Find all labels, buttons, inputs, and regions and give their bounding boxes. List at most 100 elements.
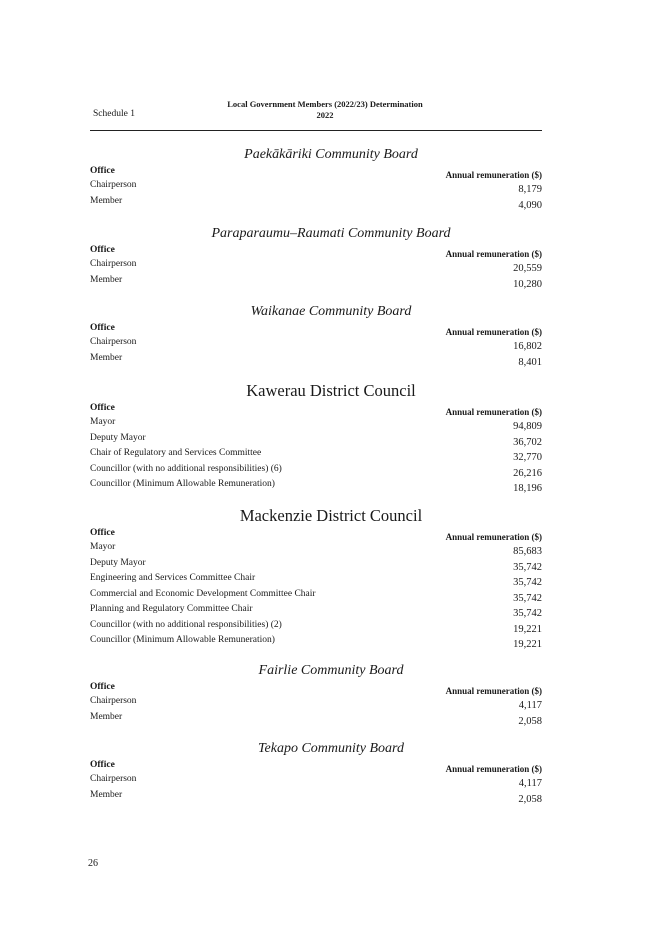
remuneration-amount: 2,058 [518, 715, 542, 727]
table-row: Chairperson 4,117 [90, 774, 542, 790]
table-row: Mayor 94,809 [90, 417, 542, 433]
table-row: Chairperson 8,179 [90, 180, 542, 196]
remuneration-amount: 8,401 [518, 356, 542, 368]
remuneration-amount: 35,742 [513, 561, 542, 573]
office-name: Mayor [90, 542, 116, 552]
office-column-header: Office [90, 403, 115, 413]
page-number: 26 [88, 858, 98, 869]
column-headers: Office Annual remuneration ($) [90, 526, 542, 542]
remuneration-amount: 19,221 [513, 623, 542, 635]
remuneration-amount: 20,559 [513, 263, 542, 274]
table-row: Commercial and Economic Development Comm… [90, 589, 542, 605]
section-title: Mackenzie District Council [239, 506, 423, 525]
remuneration-column-header: Annual remuneration ($) [445, 249, 542, 259]
remuneration-amount: 36,702 [513, 436, 542, 448]
remuneration-amount: 16,802 [513, 341, 542, 352]
office-name: Member [90, 711, 123, 722]
column-headers: Office Annual remuneration ($) [90, 680, 542, 696]
section-title: Kawerau District Council [246, 381, 416, 400]
table-row: Member 8,401 [90, 353, 542, 369]
remuneration-amount: 4,090 [518, 199, 542, 211]
remuneration-column-header: Annual remuneration ($) [445, 170, 542, 180]
remuneration-amount: 94,809 [513, 421, 542, 432]
document-title: Local Government Members (2022/23) Deter… [200, 99, 450, 121]
remuneration-amount: 8,179 [518, 184, 542, 195]
table-row: Deputy Mayor 36,702 [90, 433, 542, 449]
office-name: Councillor (Minimum Allowable Remunerati… [90, 635, 275, 645]
remuneration-amount: 85,683 [513, 546, 542, 557]
office-name: Deputy Mayor [90, 432, 146, 443]
remuneration-column-header: Annual remuneration ($) [445, 532, 542, 542]
remuneration-column-header: Annual remuneration ($) [445, 686, 542, 696]
office-name: Mayor [90, 417, 116, 427]
remuneration-amount: 35,742 [513, 608, 542, 619]
section-tekapo-community-board: Tekapo Community Board Office Annual rem… [90, 740, 542, 805]
office-name: Engineering and Services Committee Chair [90, 573, 256, 583]
section-title: Paekākāriki Community Board [244, 147, 418, 162]
section-waikanae-community-board: Waikanae Community Board Office Annual r… [90, 303, 542, 368]
remuneration-column-header: Annual remuneration ($) [445, 764, 542, 774]
table-row: Councillor (Minimum Allowable Remunerati… [90, 479, 542, 495]
document-title-line2: 2022 [316, 110, 334, 120]
remuneration-amount: 35,742 [513, 577, 542, 588]
schedule-label: Schedule 1 [93, 109, 135, 119]
remuneration-amount: 4,117 [518, 700, 542, 711]
remuneration-amount: 35,742 [513, 592, 542, 604]
office-column-header: Office [90, 166, 115, 176]
remuneration-amount: 26,216 [513, 467, 542, 479]
office-name: Councillor (with no additional responsib… [90, 619, 282, 630]
office-name: Commercial and Economic Development Comm… [90, 588, 316, 599]
office-column-header: Office [90, 682, 115, 692]
table-row: Member 10,280 [90, 275, 542, 291]
office-name: Deputy Mayor [90, 557, 146, 568]
table-row: Mayor 85,683 [90, 542, 542, 558]
remuneration-amount: 18,196 [513, 483, 542, 494]
office-name: Member [90, 352, 123, 363]
table-row: Engineering and Services Committee Chair… [90, 573, 542, 589]
table-row: Chairperson 16,802 [90, 337, 542, 353]
remuneration-column-header: Annual remuneration ($) [445, 327, 542, 337]
table-row: Councillor (with no additional responsib… [90, 464, 542, 480]
remuneration-amount: 2,058 [518, 793, 542, 805]
office-name: Member [90, 274, 123, 285]
section-kawerau-district-council: Kawerau District Council Office Annual r… [90, 381, 542, 495]
office-name: Planning and Regulatory Committee Chair [90, 604, 253, 614]
column-headers: Office Annual remuneration ($) [90, 164, 542, 180]
office-name: Chairperson [90, 774, 137, 784]
office-column-header: Office [90, 245, 115, 255]
remuneration-amount: 19,221 [513, 639, 542, 650]
table-row: Member 2,058 [90, 790, 542, 806]
remuneration-amount: 4,117 [518, 778, 542, 789]
column-headers: Office Annual remuneration ($) [90, 758, 542, 774]
section-title: Paraparaumu–Raumati Community Board [211, 226, 451, 241]
page-header: Schedule 1 Local Government Members (202… [90, 96, 542, 131]
office-column-header: Office [90, 760, 115, 770]
section-mackenzie-district-council: Mackenzie District Council Office Annual… [90, 506, 542, 651]
table-row: Deputy Mayor 35,742 [90, 558, 542, 574]
office-name: Member [90, 195, 123, 206]
table-row: Chairperson 4,117 [90, 696, 542, 712]
section-title: Waikanae Community Board [250, 304, 412, 319]
office-name: Councillor (Minimum Allowable Remunerati… [90, 479, 275, 489]
office-name: Chairperson [90, 180, 137, 190]
office-name: Chair of Regulatory and Services Committ… [90, 448, 262, 458]
section-paekakariki-community-board: Paekākāriki Community Board Office Annua… [90, 146, 542, 211]
document-title-line1: Local Government Members (2022/23) Deter… [227, 99, 423, 109]
office-name: Chairperson [90, 696, 137, 706]
office-column-header: Office [90, 528, 115, 538]
table-row: Chairperson 20,559 [90, 259, 542, 275]
section-paraparaumu-raumati-community-board: Paraparaumu–Raumati Community Board Offi… [90, 225, 542, 290]
office-name: Member [90, 789, 123, 800]
office-name: Chairperson [90, 337, 137, 347]
table-row: Member 2,058 [90, 712, 542, 728]
section-fairlie-community-board: Fairlie Community Board Office Annual re… [90, 662, 542, 727]
section-title: Tekapo Community Board [258, 741, 404, 756]
office-column-header: Office [90, 323, 115, 333]
office-name: Chairperson [90, 259, 137, 269]
remuneration-amount: 10,280 [513, 278, 542, 290]
table-row: Councillor (with no additional responsib… [90, 620, 542, 636]
table-row: Planning and Regulatory Committee Chair 3… [90, 604, 542, 620]
table-row: Chair of Regulatory and Services Committ… [90, 448, 542, 464]
section-title: Fairlie Community Board [258, 663, 404, 678]
column-headers: Office Annual remuneration ($) [90, 321, 542, 337]
